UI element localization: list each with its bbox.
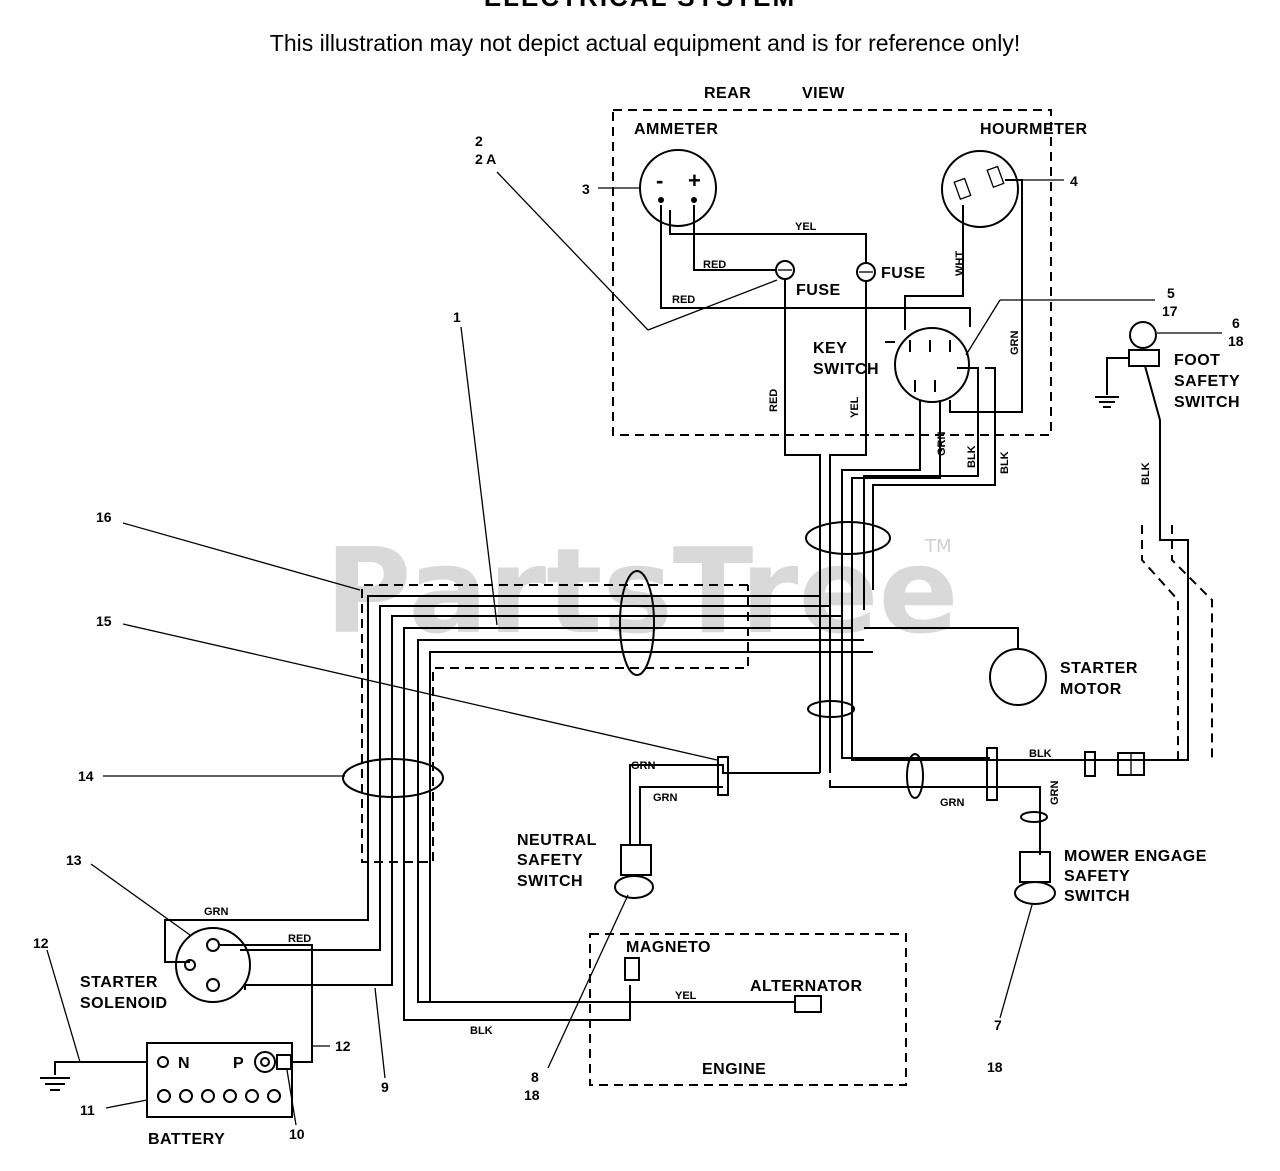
wire-grn-neutral-2: GRN: [653, 792, 678, 804]
wire-blk-vertical-2: BLK: [999, 451, 1011, 474]
ammeter: - + AMMETER: [634, 121, 718, 227]
callout-4: 4: [1070, 173, 1078, 189]
starter-motor-label-1: STARTER: [1060, 660, 1138, 677]
wire-grn-solenoid: GRN: [204, 906, 229, 918]
callout-numbers: 2 2 A 3 4 5 17 6 18 1 16 15 14 13 12 12 …: [33, 133, 1244, 1142]
callout-3: 3: [582, 181, 590, 197]
ammeter-label: AMMETER: [634, 121, 718, 138]
wire-grn-key: GRN: [1009, 331, 1021, 356]
key-switch-label-2: SWITCH: [813, 361, 879, 378]
neutral-safety-switch: NEUTRAL SAFETY SWITCH: [517, 832, 654, 899]
callout-12-right: 12: [335, 1038, 351, 1054]
fuse-left-label: FUSE: [796, 282, 841, 299]
diagram-title: ELECTRICAL SYSTEM: [484, 0, 796, 12]
starter-solenoid: STARTER SOLENOID: [80, 927, 251, 1012]
callout-6: 6: [1232, 315, 1240, 331]
battery-wiring: [40, 944, 313, 1091]
starter-solenoid-label-1: STARTER: [80, 974, 158, 991]
watermark-tm: TM: [924, 536, 952, 557]
callout-18-mower: 18: [987, 1059, 1003, 1075]
callout-18-neutral: 18: [524, 1087, 540, 1103]
callout-17: 17: [1162, 303, 1178, 319]
hourmeter: HOURMETER: [941, 121, 1088, 228]
wire-red-solenoid: RED: [288, 933, 311, 945]
wire-grn-vertical: GRN: [936, 432, 948, 457]
alternator-label: ALTERNATOR: [750, 978, 863, 995]
wire-grn-mid: GRN: [940, 797, 965, 809]
foot-safety-label-1: FOOT: [1174, 352, 1220, 369]
neutral-safety-label-2: SAFETY: [517, 852, 583, 869]
neutral-safety-label-1: NEUTRAL: [517, 832, 597, 849]
wire-yel-engine: YEL: [675, 990, 697, 1002]
wire-red-lower: RED: [672, 294, 695, 306]
key-switch-label-1: KEY: [813, 340, 847, 357]
foot-safety-switch: FOOT SAFETY SWITCH: [1095, 321, 1240, 421]
callout-15: 15: [96, 613, 112, 629]
callout-7: 7: [994, 1017, 1002, 1033]
key-switch: KEY SWITCH: [813, 327, 970, 403]
engine-label: ENGINE: [702, 1061, 766, 1078]
rear-view-label-2: VIEW: [802, 85, 845, 102]
battery-label: BATTERY: [148, 1131, 225, 1148]
callout-12-left: 12: [33, 935, 49, 951]
wire-blk-vertical-1: BLK: [966, 445, 978, 468]
callout-14: 14: [78, 768, 94, 784]
callout-1: 1: [453, 309, 461, 325]
main-harness: [164, 420, 1189, 1021]
callout-2: 2: [475, 133, 483, 149]
battery-n-label: N: [178, 1055, 190, 1072]
callout-16: 16: [96, 509, 112, 525]
wire-yel-top: YEL: [795, 221, 817, 233]
wire-grn-mower: GRN: [1049, 781, 1061, 806]
neutral-safety-label-3: SWITCH: [517, 873, 583, 890]
wire-blk-bottom: BLK: [470, 1025, 493, 1037]
battery: N P BATTERY: [146, 1042, 293, 1148]
callout-18-top: 18: [1228, 333, 1244, 349]
rear-view-label: REAR: [704, 85, 751, 102]
rear-view-panel: REAR VIEW: [612, 85, 1052, 436]
starter-motor: STARTER MOTOR: [989, 648, 1138, 706]
battery-p-label: P: [233, 1055, 244, 1072]
disclaimer-text: This illustration may not depict actual …: [270, 30, 1020, 56]
foot-switch-harness: [1141, 525, 1213, 760]
hourmeter-label: HOURMETER: [980, 121, 1088, 138]
ammeter-minus-terminal: -: [656, 168, 663, 193]
mower-engage-label-1: MOWER ENGAGE: [1064, 848, 1207, 865]
connectors: [717, 747, 1145, 801]
wire-blk-right: BLK: [1029, 748, 1052, 760]
wire-red-vertical: RED: [768, 389, 780, 412]
wire-yel-vertical: YEL: [849, 396, 861, 418]
rear-view-wiring: [660, 179, 1023, 773]
callout-8: 8: [531, 1069, 539, 1085]
magneto-label: MAGNETO: [626, 939, 711, 956]
wire-red-upper: RED: [703, 259, 726, 271]
callout-9: 9: [381, 1079, 389, 1095]
callout-10: 10: [289, 1126, 305, 1142]
callout-11: 11: [80, 1102, 95, 1118]
ammeter-plus-terminal: +: [688, 168, 701, 193]
starter-solenoid-label-2: SOLENOID: [80, 995, 168, 1012]
starter-motor-label-2: MOTOR: [1060, 681, 1122, 698]
mower-engage-label-3: SWITCH: [1064, 888, 1130, 905]
callout-leaders: [46, 171, 1222, 1126]
foot-safety-label-2: SAFETY: [1174, 373, 1240, 390]
wire-wht: WHT: [954, 251, 966, 276]
foot-safety-label-3: SWITCH: [1174, 394, 1240, 411]
wire-blk-foot: BLK: [1140, 462, 1152, 485]
callout-5: 5: [1167, 285, 1175, 301]
callout-2a: 2 A: [475, 151, 496, 167]
fuse-right-label: FUSE: [881, 265, 926, 282]
wire-grn-neutral-1: GRN: [631, 760, 656, 772]
wire-labels: YEL RED RED WHT GRN RED YEL GRN BLK BLK …: [204, 221, 1152, 1037]
fuse-right: FUSE: [856, 262, 926, 282]
engine-box: MAGNETO ALTERNATOR ENGINE: [589, 933, 907, 1086]
mower-engage-switch: MOWER ENGAGE SAFETY SWITCH: [1014, 848, 1207, 905]
mower-engage-label-2: SAFETY: [1064, 868, 1130, 885]
callout-13: 13: [66, 852, 82, 868]
